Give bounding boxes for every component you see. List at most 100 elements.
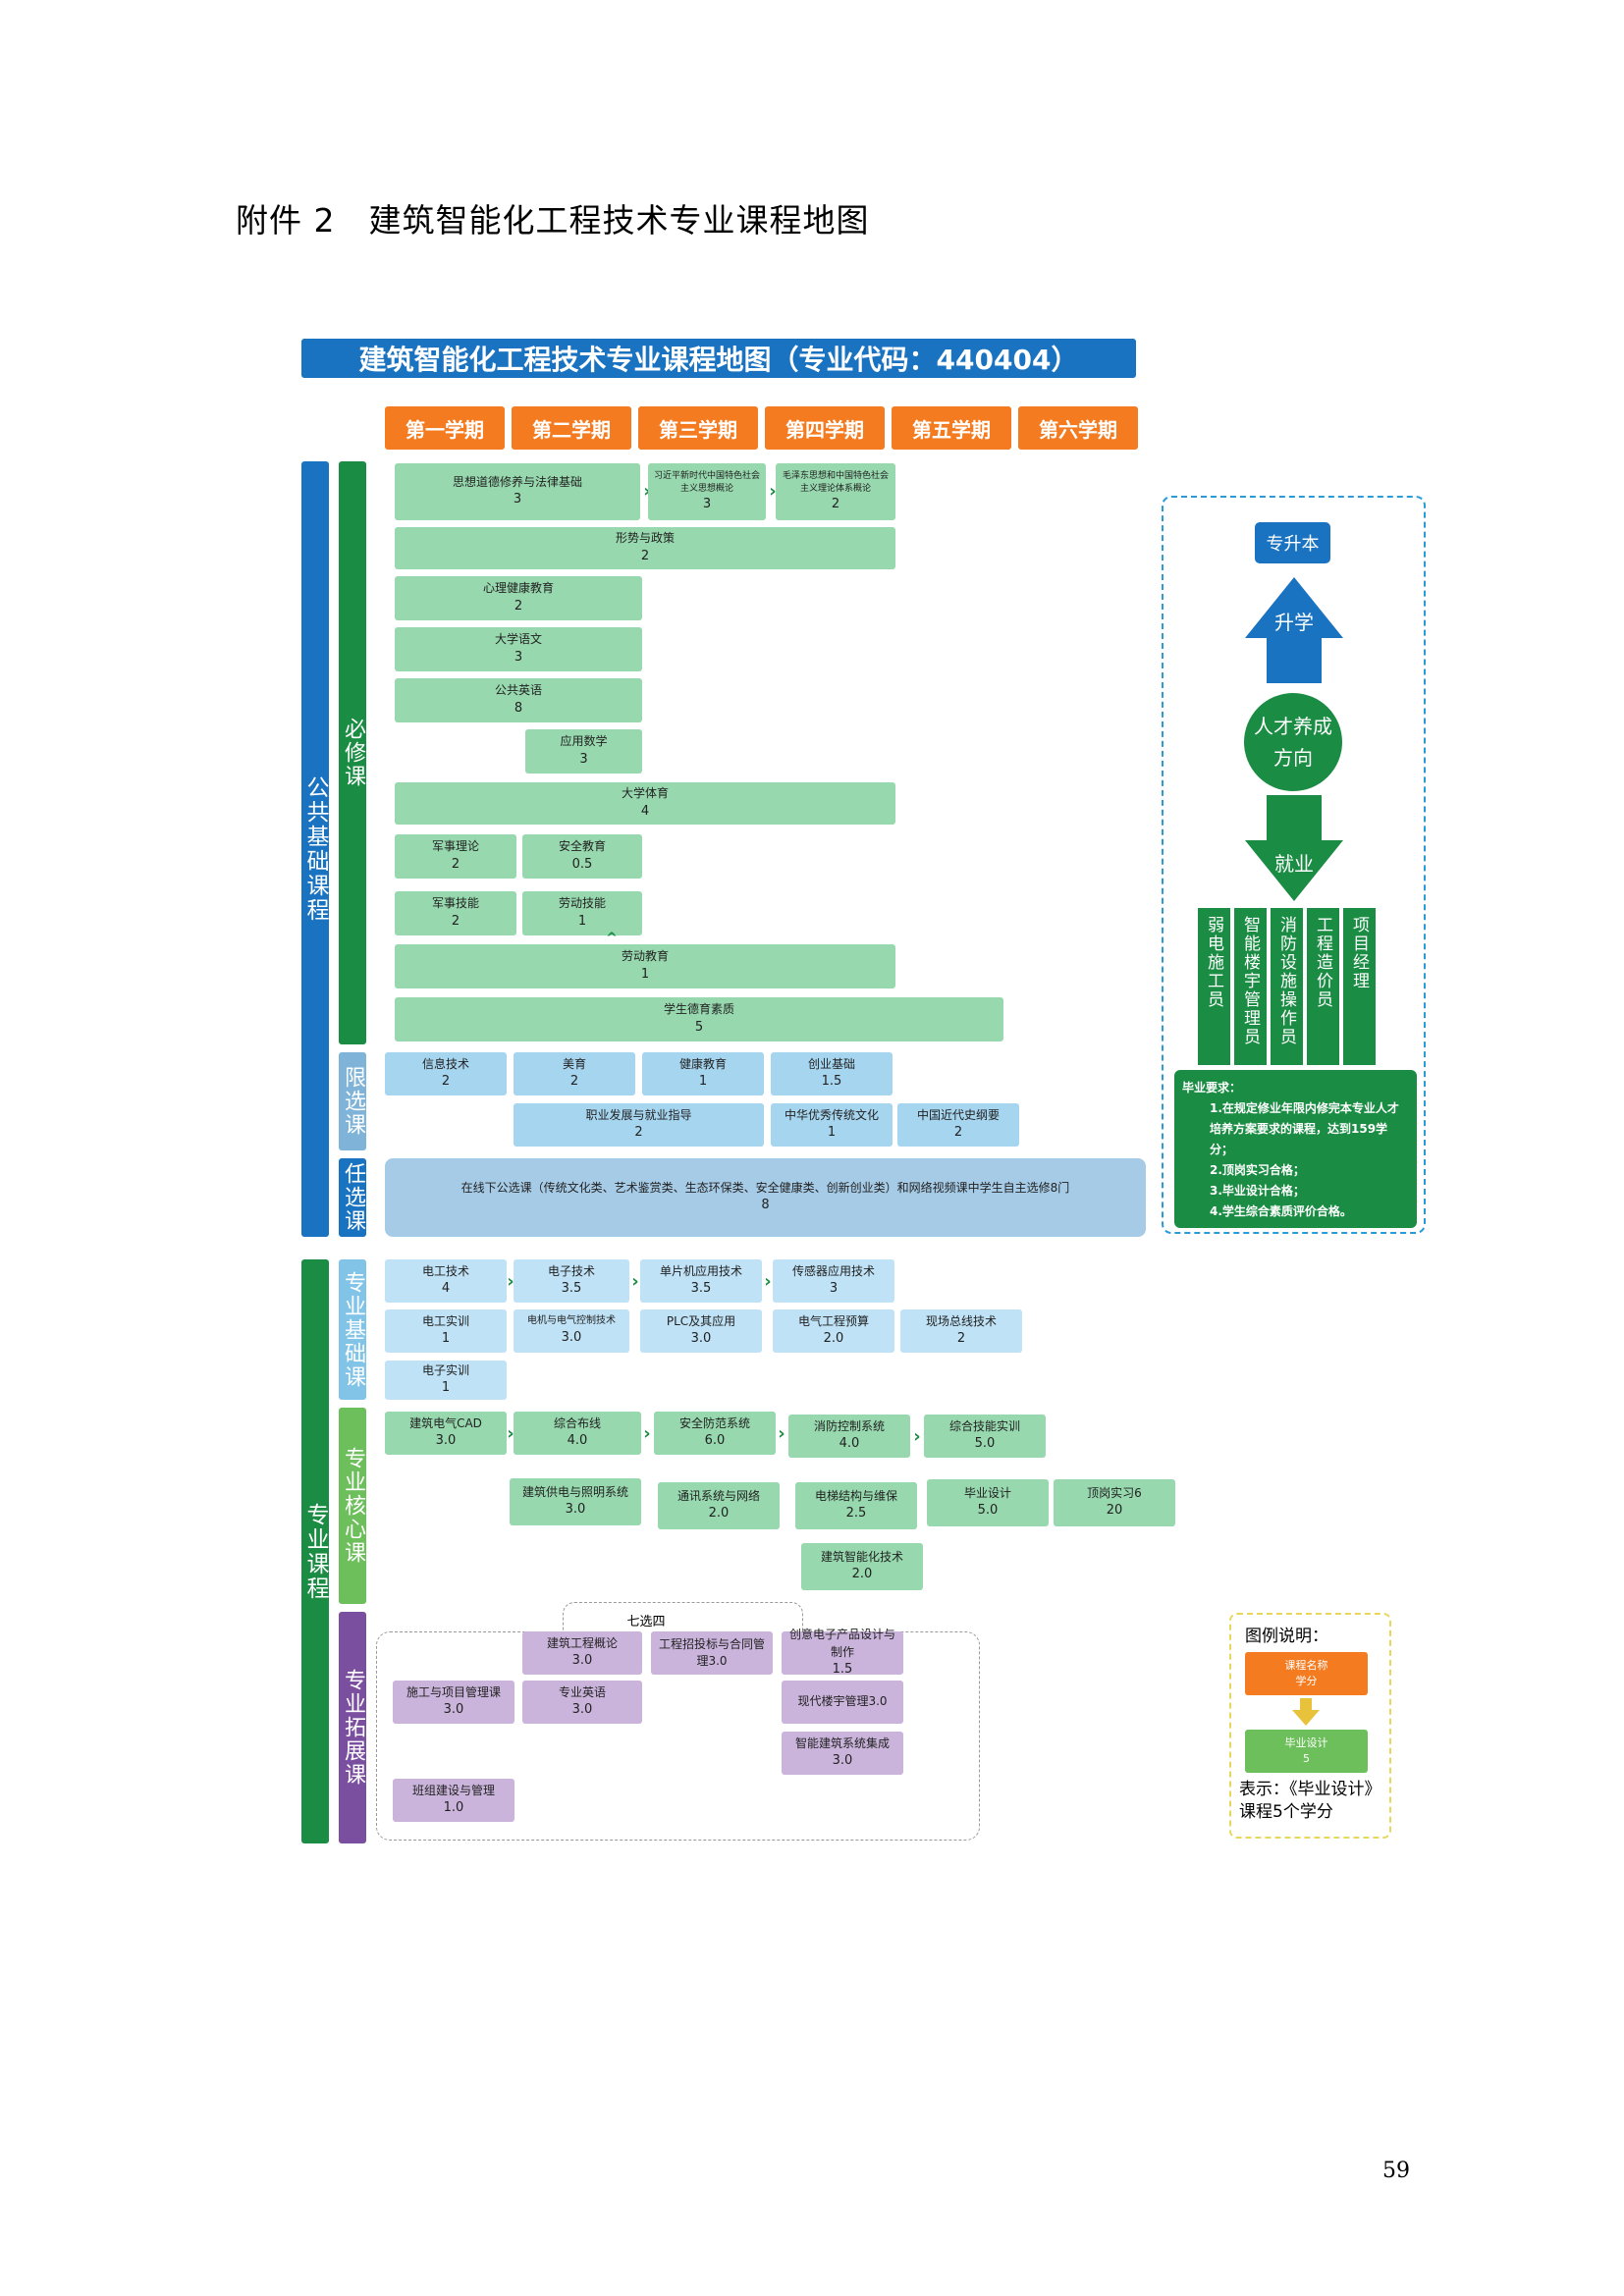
course-zhiye: 职业发展与就业指导 2 <box>514 1103 764 1147</box>
page-heading: 附件 2 建筑智能化工程技术专业课程地图 <box>236 201 870 240</box>
course-credit: 3.0 <box>832 1753 853 1769</box>
req-item: 1.在规定修业年限内修完本专业人才培养方案要求的课程，达到159学分； <box>1210 1101 1399 1156</box>
course-dianti: 电梯结构与维保 2.5 <box>795 1482 917 1529</box>
legend-note: 表示：《毕业设计》课程5个学分 <box>1239 1780 1381 1822</box>
course-credit: 2 <box>451 913 460 929</box>
course-name: 习近平新时代中国特色社会主义思想概论 <box>653 470 760 494</box>
semester-3: 第三学期 <box>638 406 758 450</box>
course-cad: 建筑电气CAD 3.0 <box>385 1412 507 1455</box>
arrow-down-icon <box>1245 795 1343 901</box>
course-name: 施工与项目管理课 <box>406 1684 501 1699</box>
job-column: 智能楼宇管理员 <box>1234 908 1267 1065</box>
req-item: 2.顶岗实习合格； <box>1210 1163 1305 1177</box>
course-laodongjiaoyu: 劳动教育 1 <box>395 944 895 988</box>
course-zhinenghua: 建筑智能化技术 2.0 <box>801 1543 923 1590</box>
course-name: 现场总线技术 <box>925 1313 997 1328</box>
course-credit: 1 <box>827 1125 837 1141</box>
course-name: 安全教育 <box>558 839 606 854</box>
job-column: 工程造价员 <box>1307 908 1339 1065</box>
course-name: 专业英语 <box>558 1684 606 1699</box>
course-name: 电梯结构与维保 <box>814 1488 897 1503</box>
course-credit: 3.5 <box>690 1281 712 1297</box>
course-credit: 5.0 <box>977 1503 999 1519</box>
category-pro-basic: 专业基础课 <box>339 1259 366 1400</box>
course-name: 公共英语 <box>494 683 542 698</box>
up-label: 升学 <box>1274 611 1314 634</box>
course-credit: 1 <box>441 1380 451 1396</box>
course-zhaobiao: 工程招投标与合同管理3.0 <box>651 1631 773 1675</box>
job-column: 弱电施工员 <box>1198 908 1230 1065</box>
semester-2: 第二学期 <box>512 406 631 450</box>
course-name: 毕业设计 <box>963 1485 1011 1500</box>
course-credit: 1.5 <box>832 1661 853 1677</box>
category-public: 公共基础课程 <box>301 461 329 1237</box>
course-dianzi: 电子技术 3.5 <box>514 1259 629 1303</box>
course-credit: 1.0 <box>443 1800 464 1816</box>
course-biye: 毕业设计 5.0 <box>927 1479 1049 1526</box>
job-column: 消防设施操作员 <box>1271 908 1303 1065</box>
course-name: 思想道德修养与法律基础 <box>452 474 582 489</box>
course-name: 建筑智能化技术 <box>820 1549 903 1564</box>
graduation-requirements: 毕业要求： 1.在规定修业年限内修完本专业人才培养方案要求的课程，达到159学分… <box>1174 1070 1417 1228</box>
legend <box>1229 1613 1391 1839</box>
semester-1: 第一学期 <box>385 406 505 450</box>
course-credit: 2 <box>640 548 650 563</box>
course-jiankang: 健康教育 1 <box>642 1052 764 1095</box>
course-credit: 2 <box>953 1125 963 1141</box>
course-name: 顶岗实习6 <box>1087 1485 1142 1500</box>
course-name: 心理健康教育 <box>482 581 554 596</box>
course-danpianji: 单片机应用技术 3.5 <box>640 1259 762 1303</box>
arrow-right-icon: › <box>643 480 651 502</box>
course-tongxun: 通讯系统与网络 2.0 <box>658 1482 780 1529</box>
req-item: 3.毕业设计合格； <box>1210 1184 1305 1198</box>
course-name: 电工实训 <box>421 1313 469 1328</box>
course-name: 中国近代史纲要 <box>916 1107 1000 1122</box>
course-credit: 3.0 <box>435 1433 457 1449</box>
arrow-right-icon: › <box>769 480 777 502</box>
course-name: 建筑工程概论 <box>546 1635 618 1650</box>
course-name: 电工技术 <box>421 1263 469 1278</box>
course-suzhi: 学生德育素质 5 <box>395 997 1003 1041</box>
course-zhuanye-yingyu: 专业英语 3.0 <box>522 1681 642 1724</box>
course-name: 单片机应用技术 <box>659 1263 742 1278</box>
course-junshijineng: 军事技能 2 <box>395 891 516 935</box>
job-label: 就业 <box>1274 852 1314 876</box>
course-name: 健康教育 <box>678 1056 727 1071</box>
course-credit: 4 <box>640 803 650 819</box>
course-credit: 0.5 <box>571 856 593 872</box>
course-meiyu: 美育 2 <box>514 1052 635 1095</box>
course-credit: 2 <box>451 856 460 872</box>
legend-box2-line2: 5 <box>1303 1752 1310 1765</box>
course-credit: 1 <box>640 966 650 982</box>
req-item: 4.学生综合素质评价合格。 <box>1210 1204 1352 1218</box>
course-credit: 2.5 <box>845 1506 867 1522</box>
course-name: 通讯系统与网络 <box>677 1488 760 1503</box>
course-credit: 2 <box>514 598 523 614</box>
course-credit: 5.0 <box>974 1436 996 1452</box>
course-name: 应用数学 <box>560 734 608 749</box>
arrow-right-icon: › <box>631 1270 639 1292</box>
course-junshililun: 军事理论 2 <box>395 834 516 879</box>
course-name: 工程招投标与合同管理3.0 <box>658 1636 765 1668</box>
arrow-up-icon: ^ <box>606 931 618 946</box>
course-credit: 5 <box>694 1019 704 1035</box>
category-pro-core: 专业核心课 <box>339 1408 366 1604</box>
course-credit: 20 <box>1106 1503 1123 1519</box>
course-chuangye: 创业基础 1.5 <box>771 1052 893 1095</box>
course-name: 职业发展与就业指导 <box>585 1107 692 1122</box>
course-name: 形势与政策 <box>615 531 675 546</box>
course-name: 电子技术 <box>547 1263 595 1278</box>
course-name: 信息技术 <box>421 1056 469 1071</box>
page-number: 59 <box>1382 2159 1410 2183</box>
arrow-right-icon: › <box>913 1425 921 1447</box>
course-mao: 毛泽东思想和中国特色社会主义理论体系概论 2 <box>776 463 895 520</box>
category-pro-ext: 专业拓展课 <box>339 1612 366 1843</box>
course-name: 智能建筑系统集成 <box>794 1735 890 1750</box>
category-professional: 专业课程 <box>301 1259 329 1843</box>
course-credit: 3.0 <box>565 1502 586 1518</box>
course-name: 军事理论 <box>431 839 479 854</box>
upgrade-badge: 专升本 <box>1255 522 1330 563</box>
course-name: 建筑供电与照明系统 <box>521 1484 628 1499</box>
course-laodongjineng: 劳动技能 1 <box>522 891 642 935</box>
course-dinggang: 顶岗实习6 20 <box>1054 1479 1175 1526</box>
